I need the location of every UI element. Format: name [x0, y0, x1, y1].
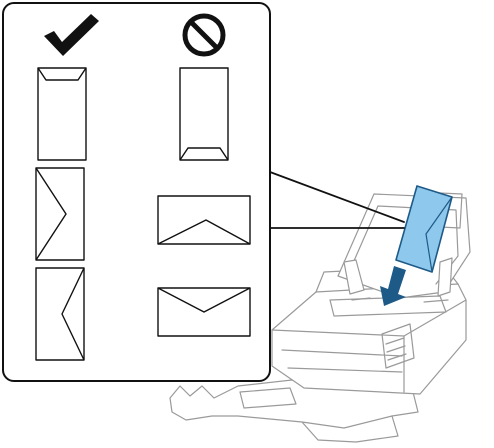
rejected-envelope-landscape-flap-bottom — [157, 195, 251, 245]
inserted-envelope-flap — [425, 196, 453, 273]
arrow-down-icon — [380, 266, 406, 306]
inserted-envelope — [395, 185, 453, 273]
rejected-envelope-landscape-flap-top — [157, 287, 251, 337]
allowed-envelope-flap-right — [35, 267, 85, 361]
allowed-envelope-flap-left — [35, 167, 85, 261]
control-panel — [381, 323, 415, 369]
allowed-envelope-flap-top — [37, 67, 87, 161]
callout-connector — [269, 171, 405, 229]
prohibited-icon — [182, 13, 226, 57]
checkmark-icon — [44, 14, 99, 56]
rejected-envelope-portrait-flap-bottom — [179, 67, 229, 161]
